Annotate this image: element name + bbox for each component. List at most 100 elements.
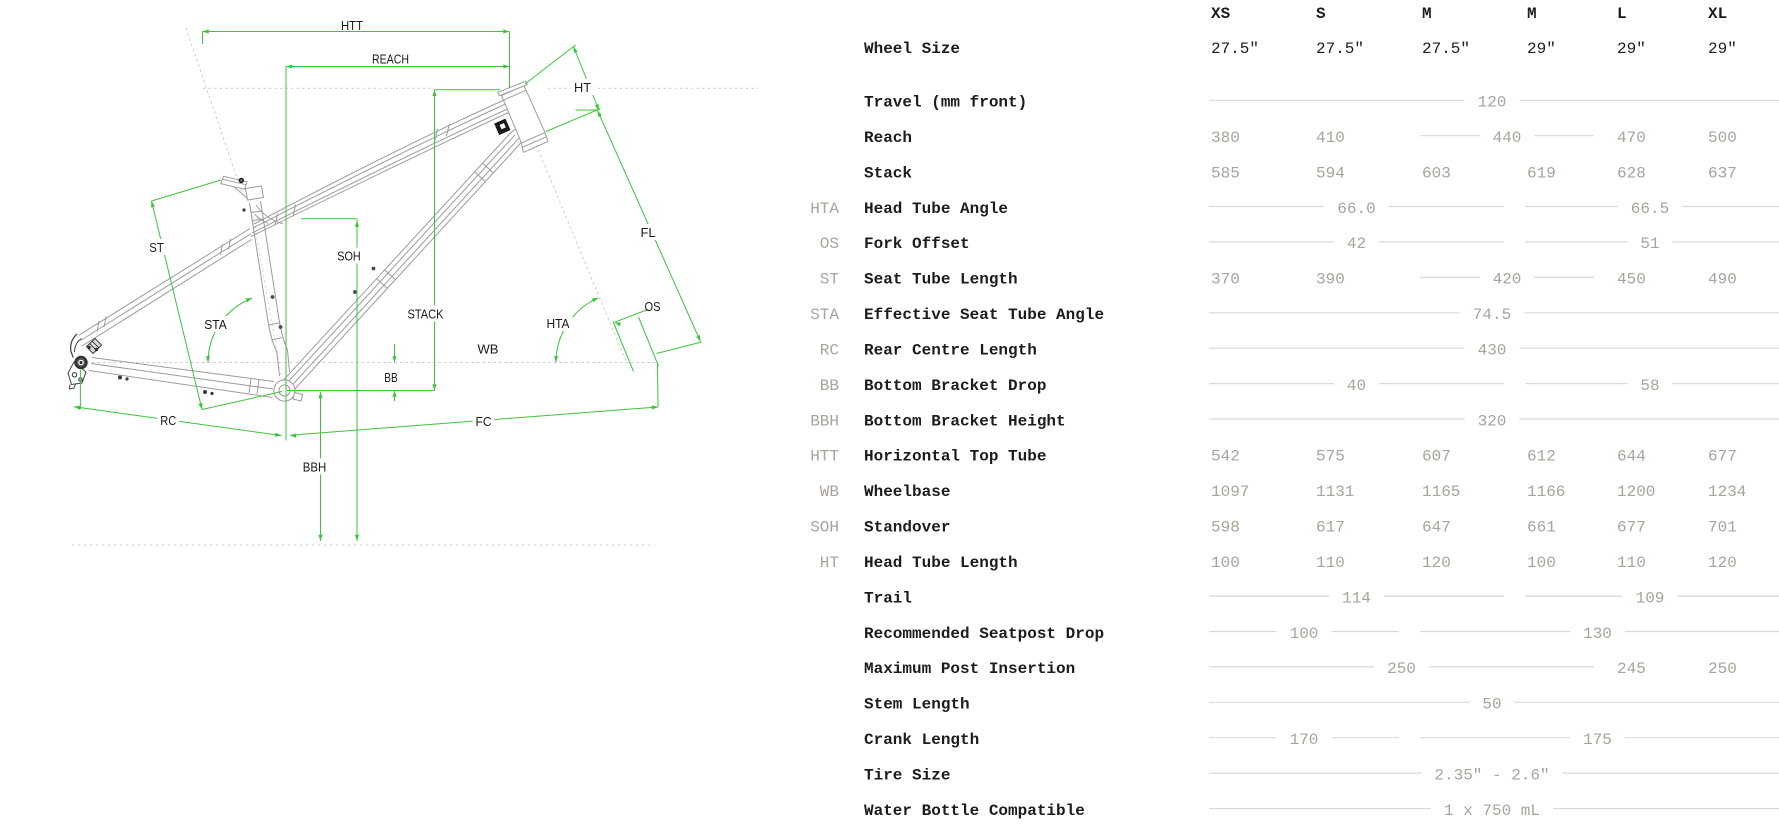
svg-text:29": 29" (1617, 40, 1646, 58)
svg-text:100: 100 (1211, 554, 1240, 572)
svg-text:Standover: Standover (864, 519, 950, 537)
svg-text:Stack: Stack (864, 164, 912, 182)
svg-text:BBH: BBH (303, 459, 327, 474)
svg-text:BB: BB (384, 370, 398, 385)
svg-text:WB: WB (478, 341, 499, 356)
svg-text:OS: OS (820, 235, 839, 253)
svg-text:66.0: 66.0 (1337, 200, 1375, 218)
svg-text:1200: 1200 (1617, 483, 1655, 501)
svg-text:OS: OS (645, 299, 661, 314)
svg-text:74.5: 74.5 (1473, 306, 1511, 324)
svg-text:1165: 1165 (1422, 483, 1460, 501)
svg-text:661: 661 (1527, 519, 1556, 537)
svg-text:440: 440 (1493, 129, 1522, 147)
svg-text:RC: RC (820, 342, 839, 360)
svg-text:Travel (mm front): Travel (mm front) (864, 94, 1027, 112)
svg-text:Effective Seat Tube Angle: Effective Seat Tube Angle (864, 306, 1104, 324)
svg-text:L: L (1617, 5, 1627, 23)
svg-text:250: 250 (1387, 660, 1416, 678)
svg-text:ST: ST (820, 271, 839, 289)
svg-text:HT: HT (574, 80, 591, 95)
svg-text:594: 594 (1316, 164, 1345, 182)
svg-text:Head Tube Angle: Head Tube Angle (864, 200, 1008, 218)
svg-text:66.5: 66.5 (1631, 200, 1669, 218)
svg-text:29": 29" (1708, 40, 1737, 58)
svg-text:320: 320 (1478, 412, 1507, 430)
svg-text:637: 637 (1708, 164, 1737, 182)
svg-text:FC: FC (476, 414, 492, 429)
svg-text:647: 647 (1422, 519, 1451, 537)
svg-text:628: 628 (1617, 164, 1646, 182)
svg-text:REACH: REACH (372, 51, 409, 66)
svg-text:1131: 1131 (1316, 483, 1354, 501)
svg-text:50: 50 (1482, 696, 1501, 714)
svg-text:1097: 1097 (1211, 483, 1249, 501)
svg-text:619: 619 (1527, 164, 1556, 182)
svg-text:612: 612 (1527, 448, 1556, 466)
svg-text:170: 170 (1290, 731, 1319, 749)
svg-text:114: 114 (1342, 589, 1371, 607)
svg-text:100: 100 (1290, 625, 1319, 643)
svg-text:STA: STA (810, 306, 839, 324)
svg-text:27.5": 27.5" (1316, 40, 1364, 58)
svg-text:1 x 750 mL: 1 x 750 mL (1444, 802, 1540, 820)
svg-text:607: 607 (1422, 448, 1451, 466)
svg-text:130: 130 (1583, 625, 1612, 643)
svg-text:FL: FL (641, 225, 656, 240)
svg-text:245: 245 (1617, 660, 1646, 678)
svg-text:677: 677 (1617, 519, 1646, 537)
svg-text:500: 500 (1708, 129, 1737, 147)
svg-text:575: 575 (1316, 448, 1345, 466)
svg-text:58: 58 (1640, 377, 1659, 395)
svg-text:Water Bottle Compatible: Water Bottle Compatible (864, 802, 1085, 820)
svg-text:Reach: Reach (864, 129, 912, 147)
svg-text:390: 390 (1316, 271, 1345, 289)
svg-text:SOH: SOH (337, 248, 361, 263)
svg-text:HT: HT (820, 554, 839, 572)
svg-text:HTT: HTT (810, 448, 839, 466)
svg-text:M: M (1422, 5, 1432, 23)
svg-text:XS: XS (1211, 5, 1231, 23)
svg-text:410: 410 (1316, 129, 1345, 147)
svg-text:175: 175 (1583, 731, 1612, 749)
svg-text:SOH: SOH (810, 519, 839, 537)
svg-text:STACK: STACK (408, 306, 444, 321)
svg-text:120: 120 (1478, 94, 1507, 112)
svg-text:Trail: Trail (864, 589, 912, 607)
svg-text:380: 380 (1211, 129, 1240, 147)
svg-text:250: 250 (1708, 660, 1737, 678)
svg-text:109: 109 (1636, 589, 1665, 607)
svg-text:S: S (1316, 5, 1326, 23)
svg-text:BBH: BBH (810, 412, 839, 430)
svg-text:644: 644 (1617, 448, 1646, 466)
svg-text:542: 542 (1211, 448, 1240, 466)
svg-text:Crank Length: Crank Length (864, 731, 979, 749)
svg-text:BB: BB (820, 377, 839, 395)
svg-text:Fork Offset: Fork Offset (864, 235, 970, 253)
svg-text:110: 110 (1316, 554, 1345, 572)
svg-text:100: 100 (1527, 554, 1556, 572)
svg-text:603: 603 (1422, 164, 1451, 182)
svg-text:Recommended Seatpost Drop: Recommended Seatpost Drop (864, 625, 1104, 643)
svg-text:1166: 1166 (1527, 483, 1565, 501)
svg-text:120: 120 (1422, 554, 1451, 572)
svg-text:HTA: HTA (547, 316, 570, 331)
svg-text:677: 677 (1708, 448, 1737, 466)
svg-text:420: 420 (1493, 271, 1522, 289)
svg-text:430: 430 (1478, 342, 1507, 360)
svg-text:HTT: HTT (341, 18, 363, 33)
svg-text:617: 617 (1316, 519, 1345, 537)
svg-text:Wheelbase: Wheelbase (864, 483, 950, 501)
svg-text:27.5": 27.5" (1211, 40, 1259, 58)
svg-text:Tire Size: Tire Size (864, 766, 950, 784)
svg-text:585: 585 (1211, 164, 1240, 182)
svg-text:450: 450 (1617, 271, 1646, 289)
svg-text:ST: ST (149, 240, 164, 255)
svg-text:Seat Tube Length: Seat Tube Length (864, 271, 1018, 289)
svg-text:XL: XL (1708, 5, 1727, 23)
svg-text:HTA: HTA (810, 200, 839, 218)
svg-text:Bottom Bracket Height: Bottom Bracket Height (864, 412, 1066, 430)
svg-text:29": 29" (1527, 40, 1556, 58)
svg-text:42: 42 (1347, 235, 1366, 253)
svg-text:Wheel Size: Wheel Size (864, 40, 960, 58)
